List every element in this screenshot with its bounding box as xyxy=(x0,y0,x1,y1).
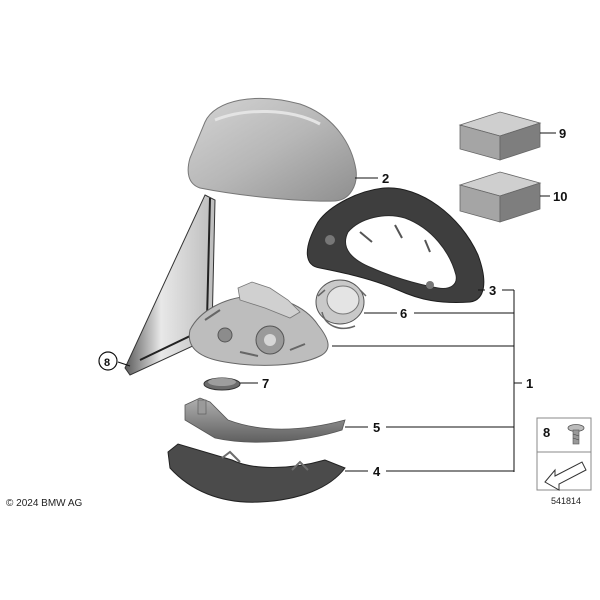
mirror-cap-part xyxy=(187,98,357,202)
label-part-6: 6 xyxy=(400,306,407,321)
label-part-3: 3 xyxy=(489,283,496,298)
lower-trim-part xyxy=(167,443,346,503)
label-part-9: 9 xyxy=(559,126,566,141)
screw-icon xyxy=(567,424,585,445)
turn-signal-part xyxy=(184,397,346,443)
label-part-7: 7 xyxy=(262,376,269,391)
mirror-frame-part xyxy=(306,187,485,303)
mirror-motor-part xyxy=(315,279,367,330)
kit-box-9 xyxy=(458,111,542,161)
kit-box-10 xyxy=(458,171,542,223)
inset-label: 8 xyxy=(543,425,550,440)
screw-inset: 8 xyxy=(536,417,592,491)
copyright-text: © 2024 BMW AG xyxy=(6,498,83,509)
leader-lines xyxy=(117,132,556,472)
arrow-icon xyxy=(544,461,587,491)
label-part-2: 2 xyxy=(382,171,389,186)
cover-disc-part xyxy=(203,377,241,391)
diagram-number: 541814 xyxy=(551,496,581,506)
label-part-4: 4 xyxy=(373,464,381,479)
label-part-5: 5 xyxy=(373,420,380,435)
label-part-8: 8 xyxy=(104,357,110,369)
label-part-10: 10 xyxy=(553,189,567,204)
mirror-mechanism xyxy=(188,281,329,366)
label-part-8-circle: 8 xyxy=(98,351,118,371)
label-part-1: 1 xyxy=(526,376,533,391)
